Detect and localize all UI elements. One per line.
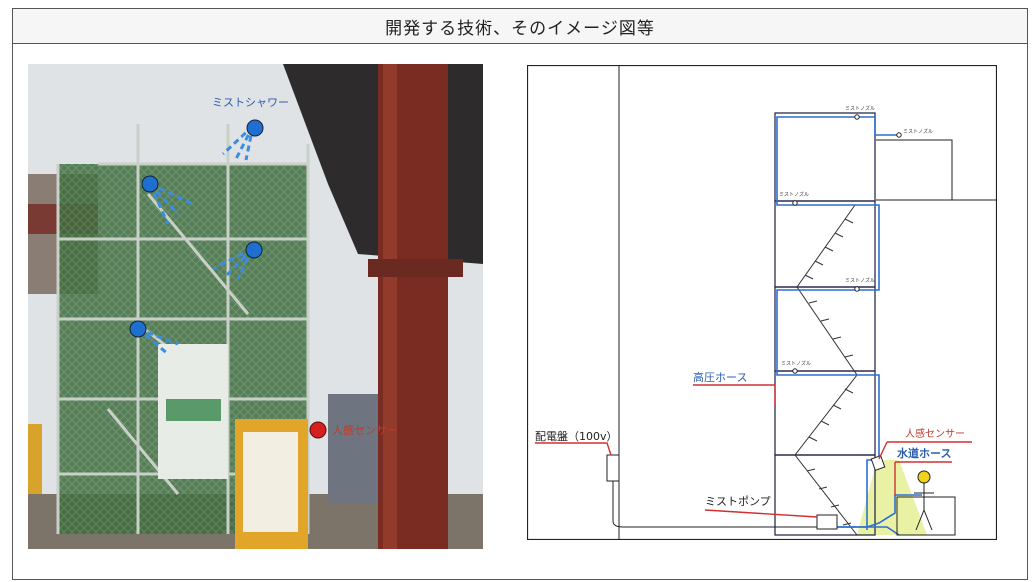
worker-figure [914,470,934,531]
mist-pump-label: ミストポンプ [705,495,771,508]
nozzle-label: ミストノズル [845,277,875,284]
distribution-panel-label: 配電盤（100v） [535,430,618,443]
diagram-sensor-label: 人感センサー [905,427,965,440]
mist-shower-label: ミストシャワー [212,96,289,109]
high-pressure-hose-label: 高圧ホース [693,370,747,384]
site-photo-illustration: ミストシャワー 人感センサー [28,64,483,549]
mist-nozzle-marker [141,175,159,193]
tower-outline [774,112,876,536]
distribution-panel [606,454,620,482]
water-hose-label: 水道ホース [897,446,951,460]
page-title: 開発する技術、そのイメージ図等 [12,8,1028,44]
leader-lines [535,384,972,518]
nozzle-label: ミストノズル [845,105,875,112]
schematic-svg: ミストノズル ミストノズル ミストノズル ミストノズル ミストノズル 高圧ホース… [526,64,998,541]
mist-nozzle [854,286,860,292]
human-sensor-marker [309,421,327,439]
mist-nozzle [792,200,798,206]
mist-nozzle-marker [246,119,264,137]
water-hose-line [827,494,922,528]
power-cable [612,481,817,528]
nozzle-label: ミストノズル [781,360,811,367]
photo-sensor-label: 人感センサー [332,424,398,437]
diagram-border [526,64,998,541]
site-photo: ミストシャワー 人感センサー [28,64,483,549]
mist-nozzle-marker [129,320,147,338]
mist-nozzle-marker [245,241,263,259]
mist-nozzle [854,114,860,120]
schematic-diagram: ミストノズル ミストノズル ミストノズル ミストノズル ミストノズル 高圧ホース… [526,64,998,541]
nozzle-label: ミストノズル [779,191,809,198]
mist-nozzle [792,368,798,374]
mist-pump [816,514,838,530]
page-title-text: 開発する技術、そのイメージ図等 [385,18,655,39]
human-sensor-box [870,455,886,471]
workbench [896,496,956,536]
nozzle-label: ミストノズル [903,128,933,135]
mist-nozzle [896,132,902,138]
